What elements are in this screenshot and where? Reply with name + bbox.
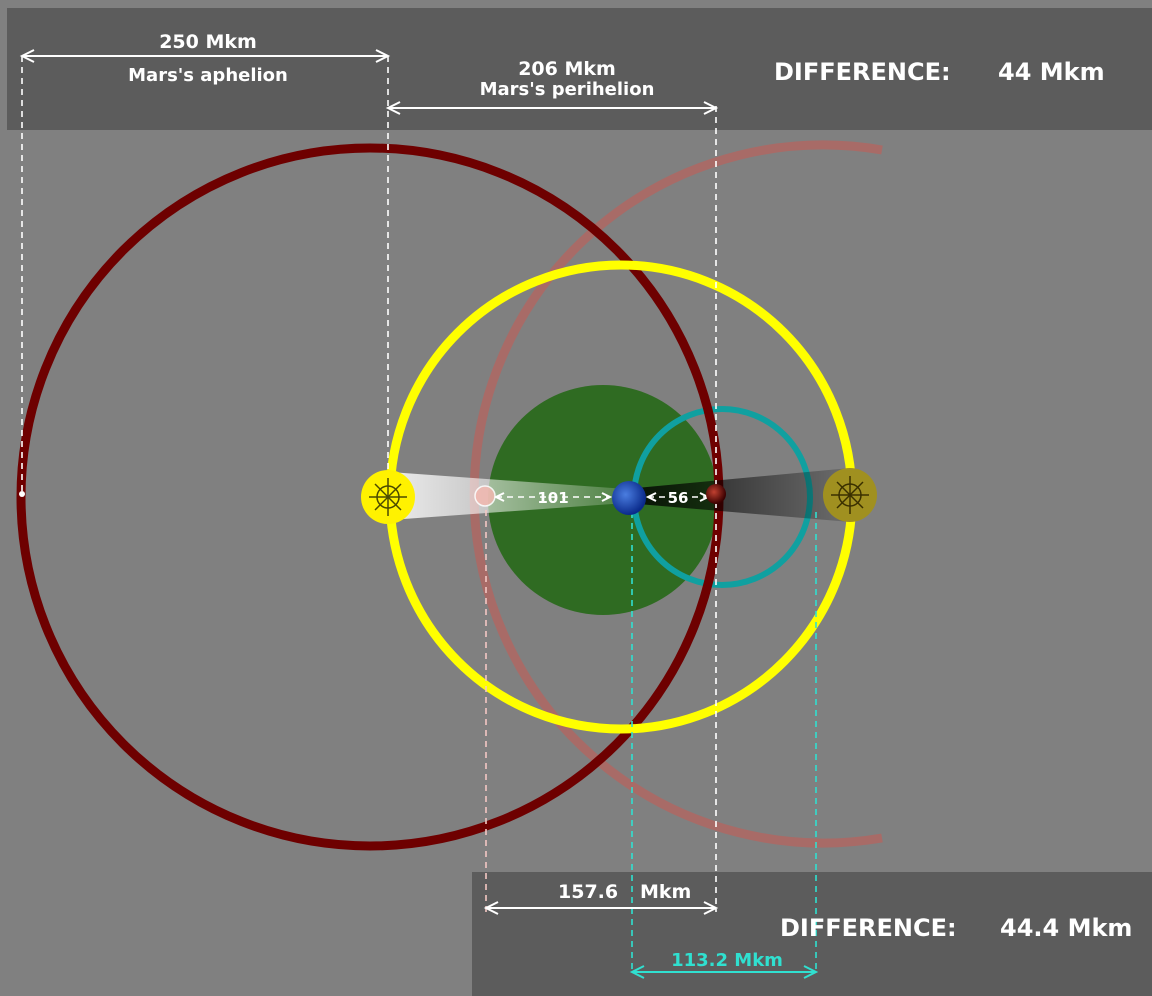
cyan-distance-value: 113.2 Mkm [671, 950, 783, 971]
shadow-beam-right [626, 468, 850, 522]
aphelion-value: 250 Mkm [159, 31, 257, 53]
earth-icon [612, 481, 646, 515]
distance-dimension [483, 901, 719, 915]
mars-icon [706, 484, 726, 504]
perihelion-label: Mars's perihelion [480, 79, 655, 100]
cyan-distance-dimension [629, 965, 819, 979]
bottom-difference-value: 44.4 Mkm [1000, 914, 1132, 942]
inner-left-arrow [493, 492, 613, 502]
bottom-distance-unit: Mkm [640, 881, 691, 903]
aphelion-label: Mars's aphelion [128, 65, 288, 86]
top-difference-label: DIFFERENCE: [774, 58, 951, 86]
top-panel [7, 8, 1152, 130]
sun-icon-left [361, 470, 415, 524]
perihelion-value: 206 Mkm [518, 58, 616, 80]
sun-icon-right [823, 468, 877, 522]
bottom-distance-value: 157.6 [558, 881, 618, 903]
inner-right-distance: 56 [668, 489, 689, 507]
mars-ghost-icon [474, 485, 496, 507]
perihelion-dimension [385, 101, 719, 115]
top-difference-value: 44 Mkm [998, 58, 1105, 86]
light-beam-left [390, 472, 626, 520]
inner-left-distance: 101 [537, 489, 568, 507]
aphelion-point [19, 491, 25, 497]
aphelion-dimension [19, 49, 391, 63]
bottom-panel [472, 872, 1152, 996]
bottom-difference-label: DIFFERENCE: [780, 914, 957, 942]
